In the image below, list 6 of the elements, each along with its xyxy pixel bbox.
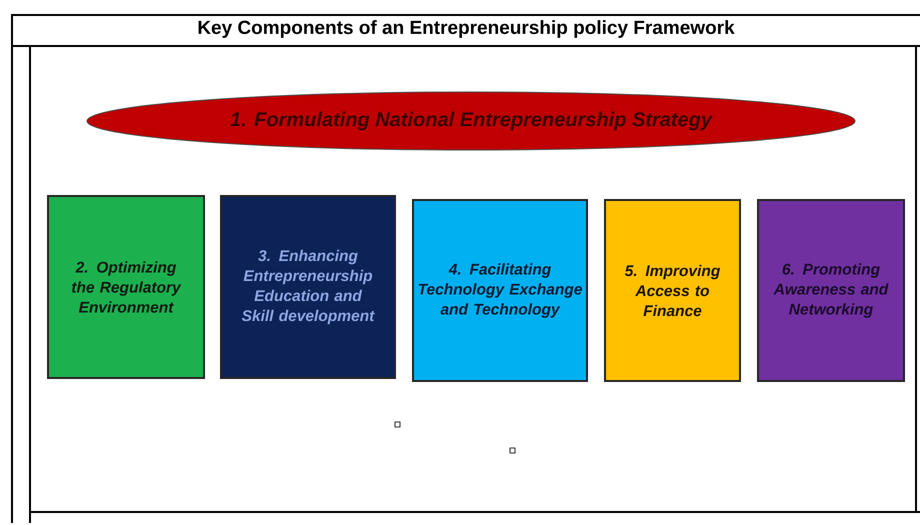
component-box: 4. Facilitating Technology Exchange and Technology <box>412 199 588 382</box>
component-box: 6. Promoting Awareness and Networking <box>757 199 905 382</box>
component-box: 3. Enhancing Entrepreneurship Education and Skill development <box>220 195 396 379</box>
component-box: 5. Improving Access to Finance <box>604 199 741 382</box>
title: Key Components of an Entrepreneurship policy Framework <box>198 20 735 38</box>
component-box: 2. Optimizing the Regulatory Environment <box>47 195 205 379</box>
